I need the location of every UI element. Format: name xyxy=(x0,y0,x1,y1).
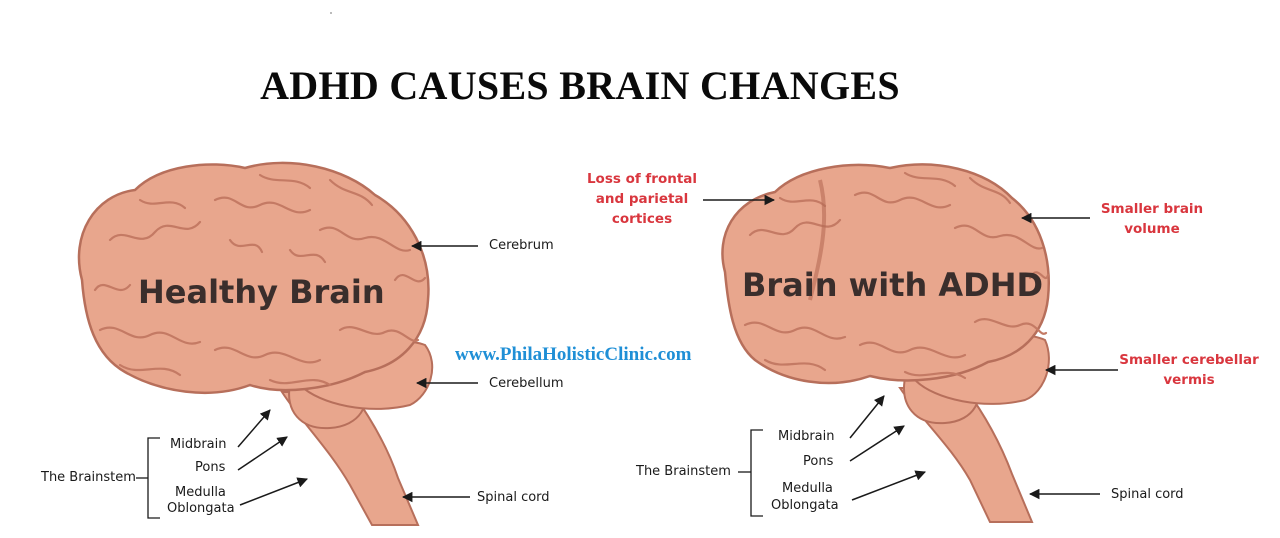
healthy-arrows xyxy=(237,240,478,506)
healthy-medulla-label-2: Oblongata xyxy=(167,501,235,516)
adhd-smaller-brain-line-1: Smaller brain xyxy=(1100,201,1204,217)
adhd-smaller-brain-line-2: volume xyxy=(1124,221,1180,237)
adhd-arrows xyxy=(703,194,1118,501)
adhd-loss-line-3: cortices xyxy=(611,211,673,227)
adhd-pons-label: Pons xyxy=(803,454,834,469)
healthy-pons-label: Pons xyxy=(195,460,226,475)
page-title: ADHD CAUSES BRAIN CHANGES xyxy=(260,63,900,108)
adhd-smaller-vermis-line-1: Smaller cerebellar xyxy=(1119,352,1259,368)
adhd-loss-cortices-label: Loss of frontal and parietal cortices xyxy=(582,169,702,229)
healthy-brain-title: Healthy Brain xyxy=(138,273,385,311)
healthy-brainstem-bracket xyxy=(136,437,160,519)
adhd-medulla-label-1: Medulla xyxy=(782,481,833,496)
healthy-brain-illustration xyxy=(77,161,434,526)
healthy-spinal-cord-label: Spinal cord xyxy=(477,490,550,505)
adhd-medulla-label-2: Oblongata xyxy=(771,498,839,513)
website-link[interactable]: www.PhilaHolisticClinic.com xyxy=(455,344,692,365)
stray-dot xyxy=(330,12,332,14)
healthy-cerebellum-label: Cerebellum xyxy=(489,376,564,391)
adhd-loss-line-1: Loss of frontal xyxy=(586,171,698,187)
adhd-smaller-vermis-label: Smaller cerebellar vermis xyxy=(1118,350,1260,390)
adhd-brain-title: Brain with ADHD xyxy=(742,266,1044,304)
healthy-medulla-label-1: Medulla xyxy=(175,485,226,500)
adhd-midbrain-label: Midbrain xyxy=(778,429,835,444)
adhd-brainstem-bracket xyxy=(738,429,763,517)
adhd-smaller-brain-label: Smaller brain volume xyxy=(1092,199,1212,239)
healthy-midbrain-label: Midbrain xyxy=(170,437,227,452)
healthy-brainstem-label: The Brainstem xyxy=(41,470,136,485)
adhd-spinal-cord-label: Spinal cord xyxy=(1111,487,1184,502)
adhd-brainstem-label: The Brainstem xyxy=(636,464,731,479)
adhd-loss-line-2: and parietal xyxy=(595,191,689,207)
adhd-brain-illustration xyxy=(721,163,1050,523)
healthy-cerebrum-label: Cerebrum xyxy=(489,238,554,253)
healthy-cerebrum xyxy=(77,161,430,394)
adhd-smaller-vermis-line-2: vermis xyxy=(1163,372,1215,388)
